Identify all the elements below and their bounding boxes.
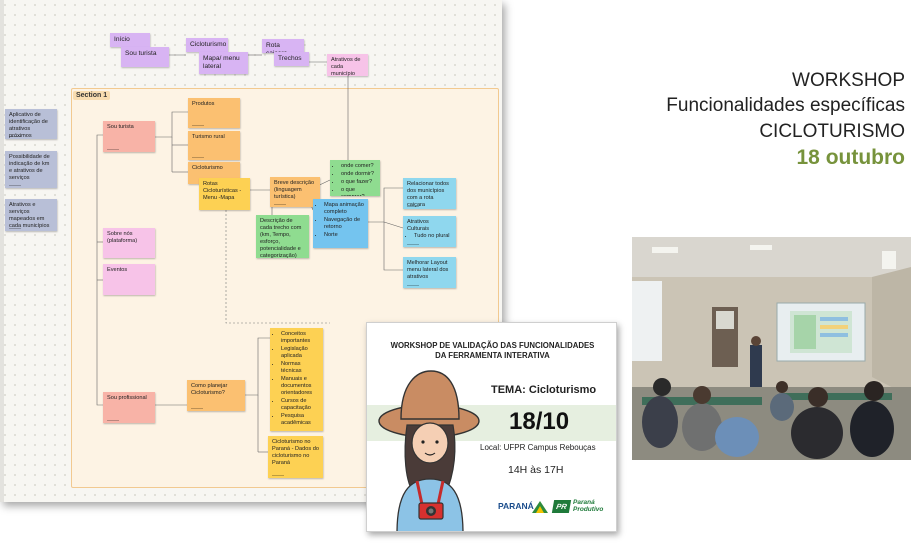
yellow-list-item: Normas técnicas xyxy=(281,361,319,375)
note-trechos: Trechos xyxy=(274,52,309,66)
classroom-photo xyxy=(632,237,911,460)
note-atrativos-culturais: Atrativos Culturais Tudo no plural xyxy=(403,216,456,247)
section-label: Section 1 xyxy=(73,91,111,100)
note-atrativos-municipio: Atrativos de cada município xyxy=(327,54,368,76)
flyer-date: 18/10 xyxy=(509,408,570,435)
note-melhorar-layout: Melhorar Layout menu lateral dos atrativ… xyxy=(403,257,456,288)
note-produtos: Produtos xyxy=(188,98,240,128)
note-side-1: Aplicativo de identificação de atrativos… xyxy=(5,109,57,139)
flyer-hours: 14H às 17H xyxy=(508,464,564,476)
note-side-2: Possibilidade de indicação de km e atrat… xyxy=(5,151,57,188)
note-inicio: Início xyxy=(110,33,150,47)
note-eventos: Eventos xyxy=(103,264,155,295)
note-descricao-trecho: Descrição de cada trecho com (km, Tempo,… xyxy=(256,215,309,258)
note-sou-profissional: Sou profissional xyxy=(103,392,155,423)
note-turismo-rural: Turismo rural xyxy=(188,131,240,160)
note-sou-turista: Sou turista xyxy=(103,121,155,152)
note-rotas-cicloturisticas: Rotas Cicloturísticas -Menu -Mapa xyxy=(199,178,250,210)
pr-text: Paraná Produtivo xyxy=(573,499,604,514)
yellow-list-item: Cursos de capacitação xyxy=(281,398,319,412)
note-mapa-animacao: Mapa animação completo Navegação de reto… xyxy=(313,199,368,248)
board-left-edge xyxy=(0,0,4,502)
classroom-scene xyxy=(632,237,911,460)
question-item: o que fazer? xyxy=(341,179,376,186)
workshop-flyer: WORKSHOP DE VALIDAÇÃO DAS FUNCIONALIDADE… xyxy=(366,322,617,532)
note-como-planejar: Como planejar Cicloturismo? xyxy=(187,380,245,411)
note-rota-caicara: Rota caiçara xyxy=(262,39,304,53)
note-mapa-menu: Mapa/ menu lateral xyxy=(199,52,248,74)
question-item: onde dormir? xyxy=(341,171,376,178)
note-questions: onde comer? onde dormir? o que fazer? o … xyxy=(330,160,380,196)
yellow-list-item: Manuais e documentos orientadores xyxy=(281,376,319,397)
mapa-item: Navegação de retorno xyxy=(324,217,364,231)
yellow-list-item: Conceitos importantes xyxy=(281,331,319,345)
note-cicloturismo-parana: Cicloturismo no Paraná - Dados do ciclot… xyxy=(268,436,323,478)
note-cicloturismo-top: Cicloturismo xyxy=(186,38,228,52)
yellow-list-item: Legislação aplicada xyxy=(281,346,319,360)
note-yellow-list: Conceitos importantes Legislação aplicad… xyxy=(270,328,323,431)
question-item: o que comprar? xyxy=(341,187,376,196)
headline: WORKSHOP Funcionalidades específicas CIC… xyxy=(666,68,905,172)
flyer-title: WORKSHOP DE VALIDAÇÃO DAS FUNCIONALIDADE… xyxy=(390,341,595,360)
note-breve-descricao: Breve descrição (linguagem turística) xyxy=(270,177,320,207)
headline-line3: CICLOTURISMO xyxy=(759,120,905,142)
mapa-item: Norte xyxy=(324,232,364,239)
headline-line1: WORKSHOP xyxy=(792,70,905,91)
note-relacionar: Relacionar todos dos municípios com a ro… xyxy=(403,178,456,209)
headline-line2: Funcionalidades específicas xyxy=(666,95,905,117)
note-side-3: Atrativos e serviços mapeados em cada mu… xyxy=(5,199,57,231)
flyer-local: Local: UFPR Campus Rebouças xyxy=(480,443,596,452)
mapa-item: Mapa animação completo xyxy=(324,202,364,216)
illustration-woman-hat xyxy=(378,370,480,531)
atrativos-culturais-item: Tudo no plural xyxy=(414,233,452,240)
question-item: onde comer? xyxy=(341,163,376,170)
headline-date: 18 outubro xyxy=(796,146,906,170)
flyer-tema: TEMA: Cicloturismo xyxy=(491,384,597,396)
parana-logo: PARANÁ xyxy=(498,501,534,511)
yellow-list-item: Pesquisa acadêmicas xyxy=(281,413,319,427)
note-sou-turista-top: Sou turista xyxy=(121,47,169,67)
parana-logo-mark xyxy=(532,501,548,513)
pr-badge: PR xyxy=(551,500,572,513)
note-sobre-nos: Sobre nós (plataforma) xyxy=(103,228,155,258)
whiteboard-screenshot: Section 1 xyxy=(0,0,502,502)
parana-produtivo-logo: PR Paraná Produtivo xyxy=(551,498,609,516)
